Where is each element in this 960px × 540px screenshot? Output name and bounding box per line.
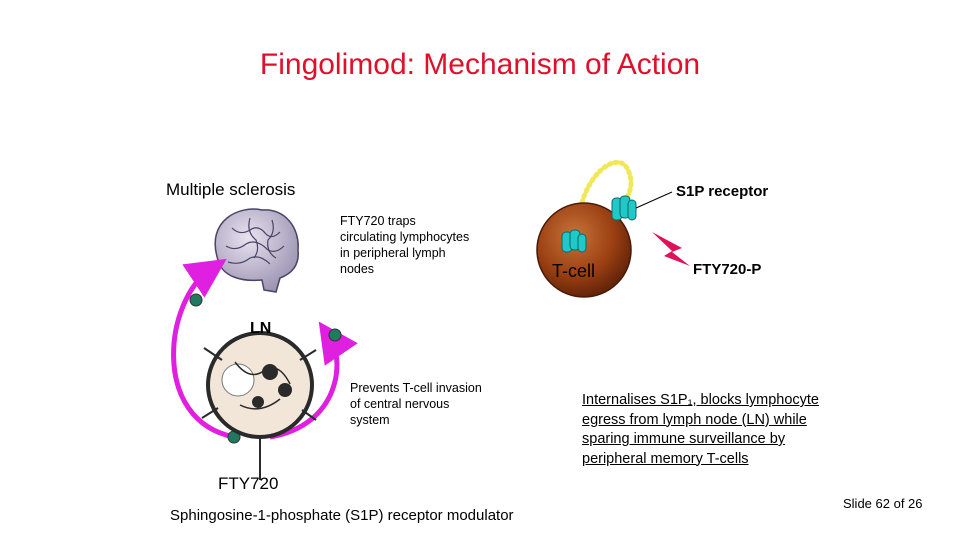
t-cell-label: T-cell <box>552 261 596 281</box>
lymph-node-label: LN <box>250 320 272 337</box>
slide-title: Fingolimod: Mechanism of Action <box>259 48 701 81</box>
circulation-arrows <box>171 258 358 440</box>
prevents-text: Prevents T-cell invasion of central nerv… <box>350 381 482 427</box>
modulator-caption: Sphingosine-1-phosphate (S1P) receptor m… <box>170 507 514 524</box>
receptor-pointer-line <box>635 191 673 209</box>
circulation-dot <box>189 293 203 307</box>
brain-icon <box>214 208 299 293</box>
internalises-text: Internalises S1P₁, blocks lymphocyte egr… <box>582 392 819 467</box>
slide-number: Slide 62 of 26 <box>843 496 923 511</box>
s1p-receptor-icon <box>611 195 637 221</box>
lightning-bolt-icon <box>652 232 690 266</box>
multiple-sclerosis-label: Multiple sclerosis <box>166 180 296 199</box>
s1p-receptor-label: S1P receptor <box>676 183 769 200</box>
fty720p-label: FTY720-P <box>693 261 762 278</box>
fty720-label: FTY720 <box>218 474 279 493</box>
circulation-dot <box>328 328 342 342</box>
lymph-node-icon <box>201 331 317 480</box>
traps-text: FTY720 traps circulating lymphocytes in … <box>340 214 470 276</box>
internalised-receptor-icon <box>561 229 587 253</box>
